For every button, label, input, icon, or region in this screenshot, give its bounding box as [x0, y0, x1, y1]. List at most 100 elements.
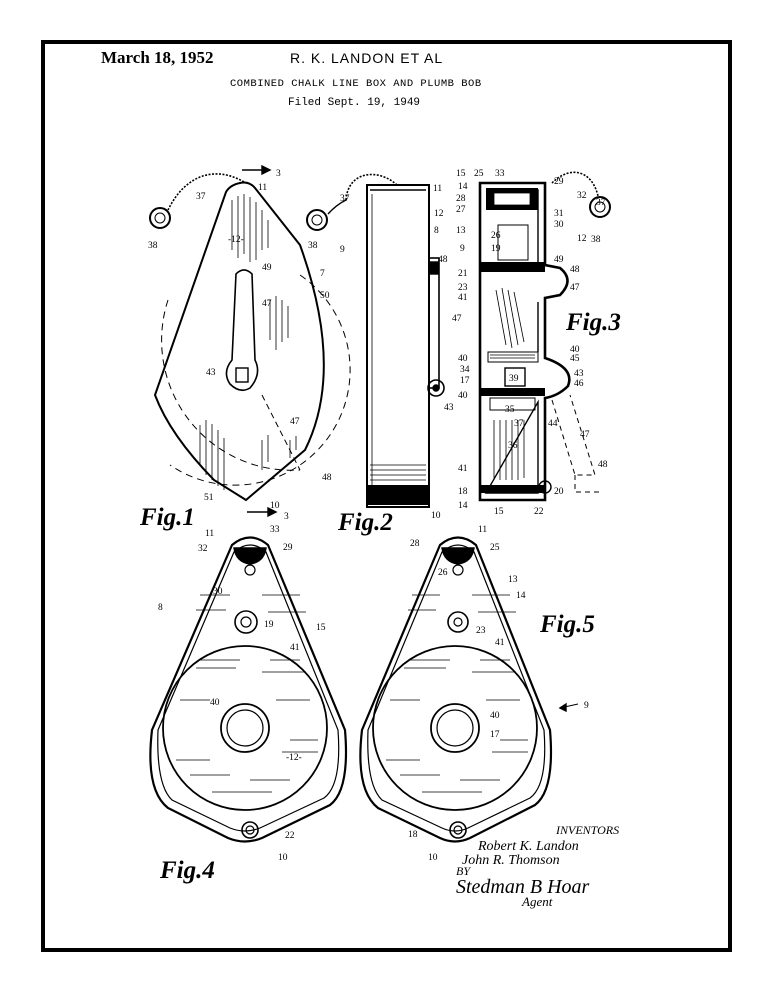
ref-40-fig5: 40: [490, 711, 500, 721]
ref-26-fig5: 26: [438, 568, 448, 578]
ref-20-fig3: 20: [554, 487, 564, 497]
ref-10-fig2: 10: [431, 511, 441, 521]
fig2-label: Fig.2: [337, 509, 393, 536]
ref-12-fig2: 12: [434, 209, 444, 219]
ref-11-fig2: 11: [433, 184, 442, 194]
ref-11-fig5: 11: [478, 525, 487, 535]
ref-23-fig3: 23: [458, 283, 468, 293]
ref-17-fig5: 17: [490, 730, 500, 740]
ref-40c-fig3: 40: [458, 391, 468, 401]
ref-8-fig2: 8: [434, 226, 439, 236]
ref-44-fig3: 44: [548, 419, 558, 429]
ref-28-fig3: 28: [456, 194, 466, 204]
ref-40-fig3: 40: [570, 345, 580, 355]
ref-31-fig3: 31: [554, 209, 564, 219]
ref-29-fig4: 29: [283, 543, 293, 553]
ref-49: 49: [262, 263, 272, 273]
ref-46-fig3: 46: [574, 379, 584, 389]
ref-25-fig5: 25: [490, 543, 500, 553]
ref-38-fig3: 38: [591, 235, 601, 245]
fig5-chalk-box-interior: [359, 536, 579, 843]
ref-10: 10: [270, 501, 280, 511]
ref-48b-fig3: 48: [598, 460, 608, 470]
ref-35-fig3: 35: [505, 405, 515, 415]
ref-47-fig3: 47: [570, 283, 580, 293]
ref-dash12: -12-: [228, 235, 244, 245]
ref-33-fig4: 33: [270, 525, 280, 535]
ref-34-fig3: 34: [460, 365, 470, 375]
ref-12-fig3: 12: [577, 234, 587, 244]
ref-19-fig4: 19: [264, 620, 274, 630]
ref-27-fig3: 27: [456, 205, 466, 215]
inventor-1-signature: Robert K. Landon: [477, 839, 579, 854]
ref-13-fig5: 13: [508, 575, 518, 585]
ref-15b-fig3: 15: [494, 507, 504, 517]
fig4-chalk-box-interior: [149, 536, 348, 843]
fig5-label: Fig.5: [539, 611, 595, 638]
ref-26-fig3: 26: [491, 231, 501, 241]
ref-22-fig3: 22: [534, 507, 544, 517]
ref-14-fig5: 14: [516, 591, 526, 601]
ref-39-fig3: 39: [509, 374, 519, 384]
ref-10-fig4: 10: [278, 853, 288, 863]
filed-date: Filed Sept. 19, 1949: [288, 97, 421, 109]
ref-10-fig5: 10: [428, 853, 438, 863]
agent-label: Agent: [521, 894, 553, 909]
by-label: BY: [456, 864, 471, 878]
fig3-cross-section: [478, 171, 611, 502]
ref-36-fig3: 36: [508, 441, 518, 451]
ref-30-fig4: 30: [213, 587, 223, 597]
ref-14-fig3: 14: [458, 182, 468, 192]
ref-18-fig3: 18: [458, 487, 468, 497]
ref-50: 50: [320, 291, 330, 301]
inventor-2-signature: John R. Thomson: [462, 853, 560, 868]
ref-37-fig3: 37: [596, 198, 606, 208]
ref-23-fig5: 23: [476, 626, 486, 636]
ref-37b-fig3: 37: [514, 419, 524, 429]
ref-51: 51: [204, 493, 214, 503]
ref-3: 3: [276, 169, 281, 179]
ref-47-fig2: 47: [452, 314, 462, 324]
ref-43-fig2: 43: [444, 403, 454, 413]
fig1-label: Fig.1: [139, 504, 195, 531]
ref-28-fig5: 28: [410, 539, 420, 549]
ref-11: 11: [258, 183, 267, 193]
ref-37-fig2: 37: [340, 194, 350, 204]
ref-17-fig3: 17: [460, 376, 470, 386]
ref-45-fig3: 45: [570, 354, 580, 364]
fig4-label: Fig.4: [159, 857, 215, 884]
ref-37: 37: [196, 192, 206, 202]
ref-9-fig5: 9: [584, 701, 589, 711]
fig2-chalk-box-front: [306, 173, 445, 508]
inventors-label: INVENTORS: [555, 823, 619, 837]
fig1-chalk-box-side: [149, 164, 351, 518]
ref-47: 47: [262, 299, 272, 309]
inventor-names: R. K. LANDON ET AL: [290, 50, 444, 66]
ref-43-fig3: 43: [574, 369, 584, 379]
ref-14b-fig3: 14: [458, 501, 468, 511]
ref-38: 38: [148, 241, 158, 251]
patent-title: COMBINED CHALK LINE BOX AND PLUMB BOB: [230, 78, 482, 90]
ref-32-fig3: 32: [577, 191, 587, 201]
ref-48-fig3: 48: [570, 265, 580, 275]
agent-signature: Stedman B Hoar: [456, 876, 590, 898]
ref-9-fig2: 9: [340, 245, 345, 255]
ref-41-fig5: 41: [495, 638, 505, 648]
ref-30-fig3: 30: [554, 220, 564, 230]
ref-21-fig3: 21: [458, 269, 468, 279]
ref-41-fig3: 41: [458, 293, 468, 303]
ref-19-fig3: 19: [491, 244, 501, 254]
ref-41-fig4: 41: [290, 643, 300, 653]
ref-48: 48: [322, 473, 332, 483]
ref-15-fig3: 15: [456, 169, 466, 179]
ref-29-fig3: 29: [554, 177, 564, 187]
ref-32-fig4: 32: [198, 544, 208, 554]
ref-8-fig4: 8: [158, 603, 163, 613]
ref-38-fig2: 38: [308, 241, 318, 251]
ref-dash12-fig4: -12-: [286, 753, 302, 763]
ref-41b-fig3: 41: [458, 464, 468, 474]
patent-date: March 18, 1952: [101, 48, 214, 67]
ref-43: 43: [206, 368, 216, 378]
ref-47b-fig3: 47: [580, 430, 590, 440]
